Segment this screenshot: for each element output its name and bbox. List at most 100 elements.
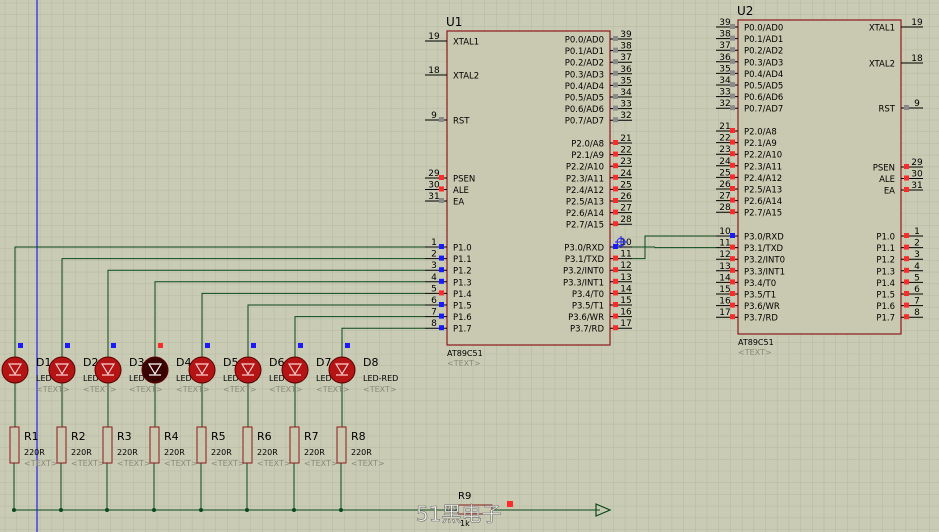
u2-pin[interactable]: 2P1.1 (876, 239, 923, 255)
pin-number: 3 (914, 250, 920, 260)
resistor-r9[interactable]: R9 1k (457, 491, 513, 528)
u2-pin[interactable]: 8P1.7 (876, 308, 923, 324)
u2-pin[interactable]: 6P1.5 (876, 285, 923, 301)
pin-state (613, 174, 618, 180)
u1-pin[interactable]: 7P1.6 (425, 308, 472, 324)
u1-pin[interactable]: 3P1.2 (425, 261, 472, 277)
u2-pin[interactable]: 1P1.0 (876, 227, 923, 243)
pin-state (613, 94, 618, 99)
resistor-value: 220R (257, 448, 278, 457)
resistor-ref: R4 (164, 430, 179, 443)
u1-pin[interactable]: 6P1.5 (425, 296, 472, 312)
resistor-body (9, 426, 20, 464)
pin-number: 32 (719, 99, 730, 109)
pin-number: 11 (719, 239, 730, 249)
chip-u1[interactable]: U1 AT89C51 <TEXT> 19XTAL118XTAL29RST29PS… (425, 15, 632, 368)
u2-pin[interactable]: 4P1.3 (876, 262, 923, 278)
pin-state (613, 221, 618, 227)
u1-pin[interactable]: 1P1.0 (425, 238, 472, 254)
pin-number: 7 (914, 297, 920, 307)
u2-pin[interactable]: 5P1.4 (876, 273, 923, 289)
u1-pin[interactable]: 4P1.3 (425, 273, 472, 289)
u1-pin[interactable]: 2P1.1 (425, 250, 472, 266)
u2-pin[interactable]: 7P1.6 (876, 297, 923, 313)
led-ref: D1 (36, 356, 51, 369)
pin-name: P1.6 (453, 313, 472, 323)
u1-pin[interactable]: 5P1.4 (425, 284, 472, 300)
u2-pin[interactable]: 3P1.2 (876, 250, 923, 266)
chip-u2[interactable]: U2 AT89C51 <TEXT> 39P0.0/AD038P0.1/AD137… (716, 4, 923, 357)
u1-pin[interactable]: 8P1.7 (425, 319, 472, 335)
